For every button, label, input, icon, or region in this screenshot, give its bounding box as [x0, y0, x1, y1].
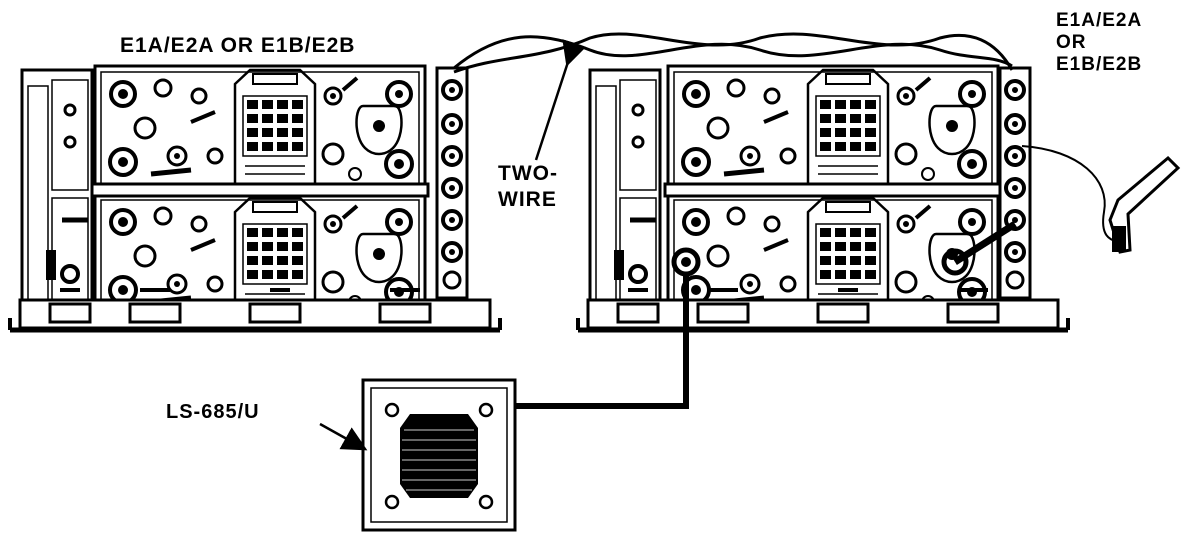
two-wire-label-line2: WIRE: [498, 188, 557, 211]
right-radio-set: [578, 66, 1068, 330]
two-wire-label-line1: TWO-: [498, 162, 558, 185]
right-set-label-line3: E1B/E2B: [1056, 54, 1142, 75]
left-radio-set: [10, 66, 500, 330]
left-set-label: E1A/E2A OR E1B/E2B: [120, 34, 355, 57]
right-set-label-line1: E1A/E2A: [1056, 10, 1142, 31]
loudspeaker-icon: [363, 380, 515, 530]
handset-icon: [1022, 146, 1178, 252]
speaker-label: LS-685/U: [166, 401, 260, 423]
right-set-label-line2: OR: [1056, 32, 1087, 53]
